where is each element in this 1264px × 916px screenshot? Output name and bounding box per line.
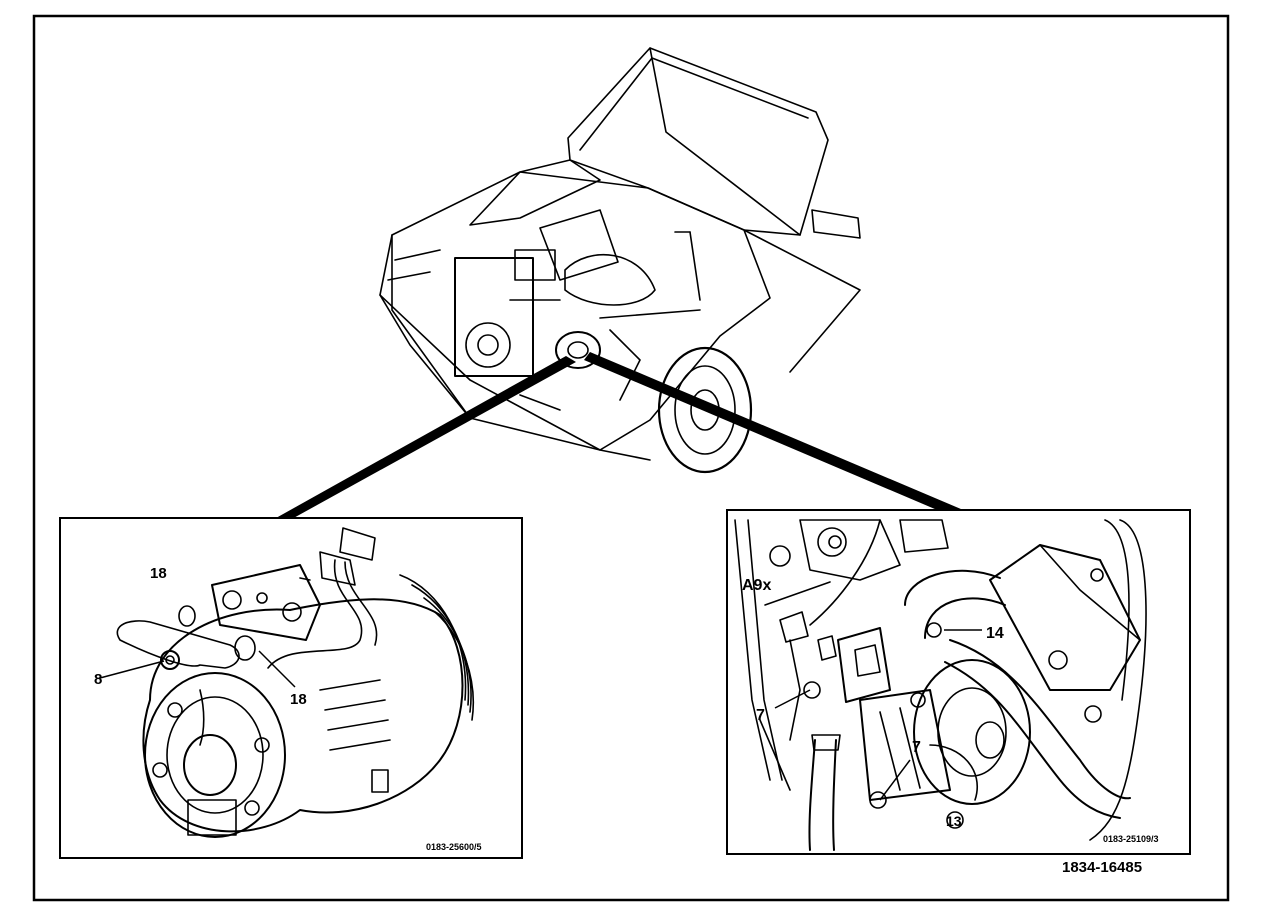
right-inset-ref: 0183-25109/3 [1103, 834, 1159, 844]
callout-14: 14 [986, 625, 1004, 642]
left-inset-frame [59, 517, 523, 859]
callout-a9x: A9x [742, 577, 771, 594]
pointer-left [276, 356, 576, 520]
callout-7-right: 7 [912, 739, 921, 756]
callout-7-left: 7 [756, 707, 765, 724]
pointer-right [584, 352, 968, 518]
figure-ref: 1834-16485 [1062, 859, 1142, 876]
right-compressor-drawing [734, 519, 1147, 851]
car-illustration [379, 47, 861, 474]
left-compressor-drawing [116, 527, 475, 838]
right-leaders [774, 629, 982, 801]
callout-13: 13 [946, 813, 962, 829]
callout-8: 8 [94, 671, 102, 688]
right-inset-frame [726, 509, 1191, 855]
left-inset-ref: 0183-25600/5 [426, 842, 482, 852]
left-leaders [99, 650, 296, 688]
callout-18-bottom: 18 [290, 691, 307, 708]
outer-frame [32, 14, 1230, 902]
callout-18-top: 18 [150, 565, 167, 582]
